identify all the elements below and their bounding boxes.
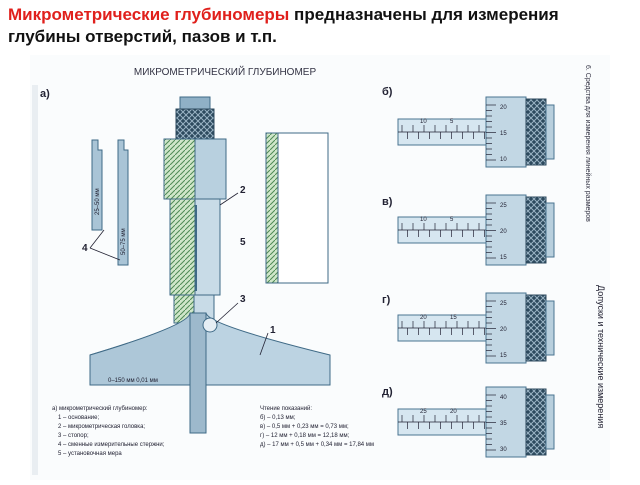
callout-3: 3 xyxy=(240,294,246,305)
legend-item-1: 1 – основание; xyxy=(58,415,99,421)
heading-line-1: Микрометрические глубиномеры предназначе… xyxy=(8,4,632,26)
legend: а) микрометрический глубиномер: 1 – осно… xyxy=(52,405,165,457)
thimble-label: 15 xyxy=(500,255,507,261)
sleeve-label: 10 xyxy=(420,119,427,125)
ratchet-cap xyxy=(545,394,555,450)
thimble-label: 30 xyxy=(500,447,507,453)
callout-5: 5 xyxy=(240,237,246,248)
thimble-label: 25 xyxy=(500,203,507,209)
legend-item-2: 2 – микрометрическая головка; xyxy=(58,424,145,430)
sleeve-label: 5 xyxy=(450,217,454,223)
heading-line-2: глубины отверстий, пазов и т.п. xyxy=(8,27,277,46)
side-caption-1: 6. Средства для измерения линейных разме… xyxy=(584,65,592,222)
thimble-label: 15 xyxy=(500,353,507,359)
legend-title: а) микрометрический глубиномер: xyxy=(52,405,148,412)
reading-d: д) – 17 мм + 0,5 мм + 0,34 мм = 17,84 мм xyxy=(260,442,374,448)
thimble xyxy=(485,194,527,266)
diagram-plate: МИКРОМЕТРИЧЕСКИЙ ГЛУБИНОМЕР а) 25–50 мм … xyxy=(30,55,610,480)
ratchet-cap xyxy=(545,300,555,356)
reading-g: г) – 12 мм + 0,18 мм = 12,18 мм; xyxy=(260,433,350,439)
thimble-label: 20 xyxy=(500,327,507,333)
rod-range-2: 50–75 мм xyxy=(121,228,127,255)
scale-view-2: 10 5 25 20 15 xyxy=(397,194,555,266)
side-caption-2: Допуски и технические измерения xyxy=(596,285,606,428)
callout-4: 4 xyxy=(82,243,88,254)
callout-2: 2 xyxy=(240,185,246,196)
scale-view-3: 20 15 25 20 15 xyxy=(397,292,555,364)
scale-views: 10 5 20 15 10 10 5 25 20 15 20 15 25 20 15 25 20 40 35 30 xyxy=(397,96,555,458)
page-heading: Микрометрические глубиномеры предназначе… xyxy=(8,4,632,48)
sleeve-label: 20 xyxy=(450,409,457,415)
left-caption-strip xyxy=(32,85,38,475)
measuring-rods: 25–50 мм 50–75 мм 4 xyxy=(82,139,129,266)
sleeve-label: 25 xyxy=(420,409,427,415)
label-g: г) xyxy=(382,294,391,306)
legend-item-3: 3 – стопор; xyxy=(58,433,89,439)
label-b: б) xyxy=(382,86,393,98)
thimble xyxy=(485,386,527,458)
ratchet xyxy=(525,388,547,456)
scale-view-4: 25 20 40 35 30 xyxy=(397,386,555,458)
label-a: а) xyxy=(40,88,50,100)
label-d: д) xyxy=(382,386,393,398)
base-caption: 0–150 мм 0,01 мм xyxy=(108,378,158,384)
ratchet xyxy=(525,98,547,166)
scale-view-1: 10 5 20 15 10 xyxy=(397,96,555,168)
thimble-label: 20 xyxy=(500,229,507,235)
reading-v: в) – 0,5 мм + 0,23 мм = 0,73 мм; xyxy=(260,424,349,430)
thimble-label: 20 xyxy=(500,105,507,111)
thimble-label: 15 xyxy=(500,131,507,137)
sleeve-label: 20 xyxy=(420,315,427,321)
sleeve-label: 15 xyxy=(450,315,457,321)
label-v: в) xyxy=(382,196,393,208)
ratchet-cap xyxy=(545,202,555,258)
diagram-svg: МИКРОМЕТРИЧЕСКИЙ ГЛУБИНОМЕР а) 25–50 мм … xyxy=(32,65,606,475)
reading-b: б) – 0,13 мм; xyxy=(260,415,296,421)
legend-item-4: 4 – сменные измерительные стержни; xyxy=(58,442,165,448)
heading-rest: предназначены для измерения xyxy=(289,5,559,24)
thimble-label: 25 xyxy=(500,301,507,307)
sleeve-label: 5 xyxy=(450,119,454,125)
readings: Чтение показаний: б) – 0,13 мм; в) – 0,5… xyxy=(260,405,374,448)
ratchet xyxy=(525,196,547,264)
ratchet-cap xyxy=(545,104,555,160)
sleeve-label: 10 xyxy=(420,217,427,223)
depth-gauge-body: 0–150 мм 0,01 мм 2 3 1 xyxy=(89,96,331,434)
thimble-label: 35 xyxy=(500,421,507,427)
thimble xyxy=(485,96,527,168)
plate-title: МИКРОМЕТРИЧЕСКИЙ ГЛУБИНОМЕР xyxy=(134,65,317,78)
callout-1: 1 xyxy=(270,325,276,336)
rod-range-1: 25–50 мм xyxy=(95,188,101,215)
thimble-label: 40 xyxy=(500,395,507,401)
thimble-label: 10 xyxy=(500,157,507,163)
thimble xyxy=(485,292,527,364)
setting-standard: 5 xyxy=(240,132,329,284)
readings-title: Чтение показаний: xyxy=(260,405,312,412)
heading-highlight: Микрометрические глубиномеры xyxy=(8,5,290,24)
legend-item-5: 5 – установочная мера xyxy=(58,451,122,457)
ratchet xyxy=(525,294,547,362)
